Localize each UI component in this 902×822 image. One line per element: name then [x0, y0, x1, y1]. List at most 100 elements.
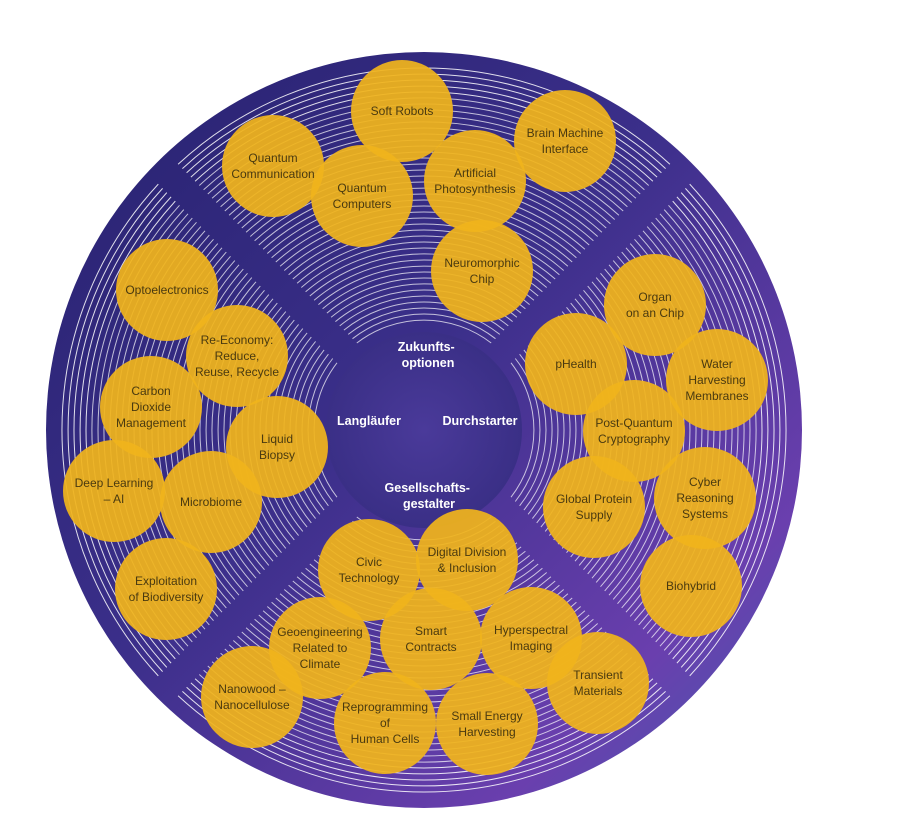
bubble-circle	[334, 672, 436, 774]
bubble-label-line: Soft Robots	[371, 104, 434, 118]
bubble-label-line: Human Cells	[351, 732, 420, 746]
bubble-label-line: Biohybrid	[666, 579, 716, 593]
bubble-label-line: Neuromorphic	[444, 256, 519, 270]
ring-arc	[514, 358, 541, 502]
bubble-label-line: Interface	[542, 142, 589, 156]
bubble-circle	[201, 646, 303, 748]
bubble-circle	[543, 456, 645, 558]
bubble-label-line: Brain Machine	[527, 126, 604, 140]
bubble-label: Re-Economy:Reduce,Reuse, Recycle	[195, 333, 279, 379]
center-label-langlaeufer: Langläufer	[337, 414, 401, 428]
ring-arc	[352, 313, 496, 340]
bubble-label-line: Membranes	[685, 389, 748, 403]
bubble-label-line: Post-Quantum	[595, 416, 672, 430]
bubble-label-line: – AI	[104, 492, 125, 506]
ring-arc	[347, 307, 501, 335]
bubble-label-line: Hyperspectral	[494, 623, 568, 637]
bubble-label-line: Communication	[231, 167, 314, 181]
ring-arc	[356, 319, 492, 344]
bubble-label-line: Liquid	[261, 432, 293, 446]
radar-center	[326, 332, 522, 528]
bubble-microbiome: Microbiome	[160, 451, 262, 553]
center-label-zukunftsoptionen: Zukunfts- optionen	[398, 340, 458, 370]
bubble-label-line: Reuse, Recycle	[195, 365, 279, 379]
bubble-label-line: Water	[701, 357, 733, 371]
bubble-label-line: Photosynthesis	[434, 182, 515, 196]
bubble-label-line: Management	[116, 416, 187, 430]
bubble-label-line: Organ	[638, 290, 671, 304]
bubble-circle	[63, 440, 165, 542]
bubble-label-line: Related to	[293, 641, 348, 655]
ring-arc	[279, 211, 569, 267]
bubble-label: Soft Robots	[371, 104, 434, 118]
bubble-circle	[222, 115, 324, 217]
bubble-circle	[100, 356, 202, 458]
bubble-label-line: Imaging	[510, 639, 553, 653]
bubble-circle	[115, 538, 217, 640]
bubble-circle	[514, 90, 616, 192]
bubble-label-line: Materials	[574, 684, 623, 698]
ring-arc	[67, 188, 163, 672]
bubble-label-line: Harvesting	[688, 373, 745, 387]
bubble-circle	[416, 509, 518, 611]
bubble-label: pHealth	[555, 357, 596, 371]
bubble-label-line: Computers	[333, 197, 392, 211]
bubble-label-line: of	[380, 716, 391, 730]
bubble-label-line: Reduce,	[215, 349, 260, 363]
bubble-circle	[547, 632, 649, 734]
bubble-label-line: Exploitation	[135, 574, 197, 588]
ring-arc	[266, 193, 582, 254]
bubble-label-line: Cryptography	[598, 432, 670, 446]
bubble-label-line: Systems	[682, 507, 728, 521]
bubble-label-line: & Inclusion	[438, 561, 497, 575]
bubble-label: Biohybrid	[666, 579, 716, 593]
bubble-label-line: Digital Division	[428, 545, 507, 559]
bubble-label-line: Contracts	[405, 640, 456, 654]
bubble-label-line: Quantum	[337, 181, 386, 195]
ring-arc	[258, 181, 590, 246]
bubble-biohybrid: Biohybrid	[640, 535, 742, 637]
bubble-label: Optoelectronics	[125, 283, 208, 297]
bubble-label: Nanowood –Nanocellulose	[214, 682, 290, 712]
bubble-label-line: Microbiome	[180, 495, 242, 509]
bubble-label-line: Smart	[415, 624, 448, 638]
ring-arc	[262, 187, 586, 250]
bubble-label-line: Dioxide	[131, 400, 171, 414]
bubble-circle	[160, 451, 262, 553]
bubble-label-line: Geoengineering	[277, 625, 362, 639]
bubble-soft-robots: Soft Robots	[351, 60, 453, 162]
bubble-circle	[186, 305, 288, 407]
center-label-durchstarter: Durchstarter	[442, 414, 517, 428]
bubble-label-line: Deep Learning	[75, 476, 154, 490]
bubble-label-line: Cyber	[689, 475, 721, 489]
bubble-circle	[525, 313, 627, 415]
bubble-nanowood: Nanowood –Nanocellulose	[201, 646, 303, 748]
bubble-label-line: Harvesting	[458, 725, 515, 739]
bubble-label-line: Technology	[339, 571, 400, 585]
bubble-circle	[436, 673, 538, 775]
